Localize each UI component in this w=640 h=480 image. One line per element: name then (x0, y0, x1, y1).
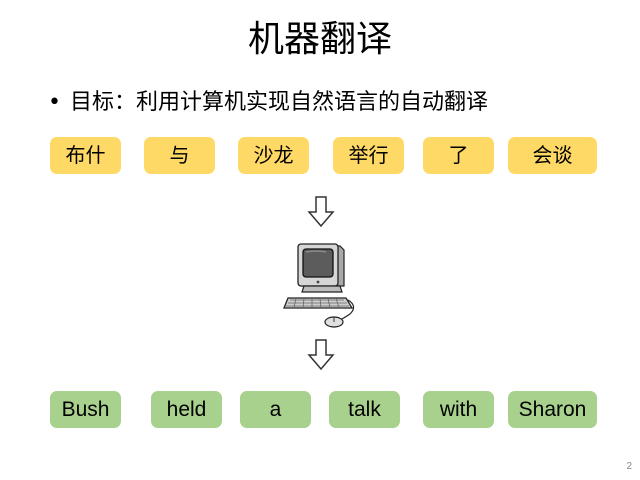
target-word-chip: talk (329, 391, 400, 428)
target-word-chip: with (423, 391, 494, 428)
down-arrow-icon (307, 196, 335, 228)
target-word-chip: held (151, 391, 222, 428)
computer-icon (283, 243, 355, 328)
source-word-chip: 与 (144, 137, 215, 174)
page-number: 2 (626, 461, 632, 472)
target-word-chip: Bush (50, 391, 121, 428)
source-word-chip: 会谈 (508, 137, 597, 174)
target-word-chip: a (240, 391, 311, 428)
source-word-chip: 布什 (50, 137, 121, 174)
down-arrow-icon (307, 339, 335, 371)
source-word-chip: 沙龙 (238, 137, 309, 174)
bullet-marker: • (48, 90, 61, 115)
bullet-point: • 目标：利用计算机实现自然语言的自动翻译 (48, 86, 488, 120)
source-word-chip: 了 (423, 137, 494, 174)
target-word-chip: Sharon (508, 391, 597, 428)
slide-title: 机器翻译 (247, 19, 392, 60)
source-word-chip: 举行 (333, 137, 404, 174)
bullet-text: 目标：利用计算机实现自然语言的自动翻译 (70, 90, 489, 115)
